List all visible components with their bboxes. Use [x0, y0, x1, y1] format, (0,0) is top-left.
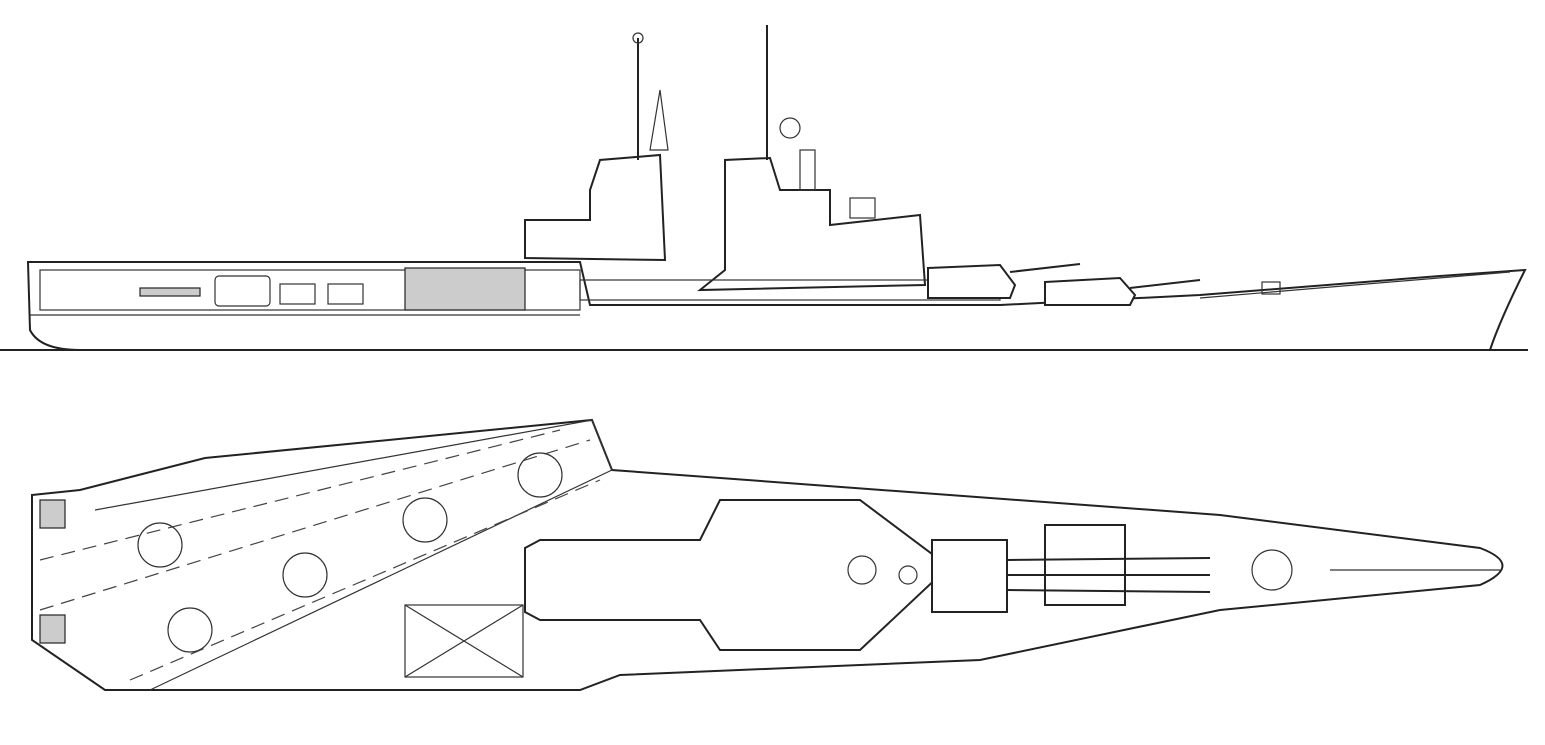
elevator-x [404, 604, 524, 678]
turret-1-plan [1044, 524, 1126, 606]
hangar-elevator [404, 267, 526, 311]
forward-superstructure [524, 153, 667, 262]
turret-2 [927, 263, 1017, 299]
aft-superstructure [697, 156, 927, 292]
turret-2-plan [931, 539, 1008, 613]
hull [26, 261, 1527, 351]
turret-1 [1044, 276, 1137, 306]
angled-flight-deck [94, 419, 613, 691]
top-plan [31, 418, 1504, 691]
side-profile [0, 25, 1528, 351]
